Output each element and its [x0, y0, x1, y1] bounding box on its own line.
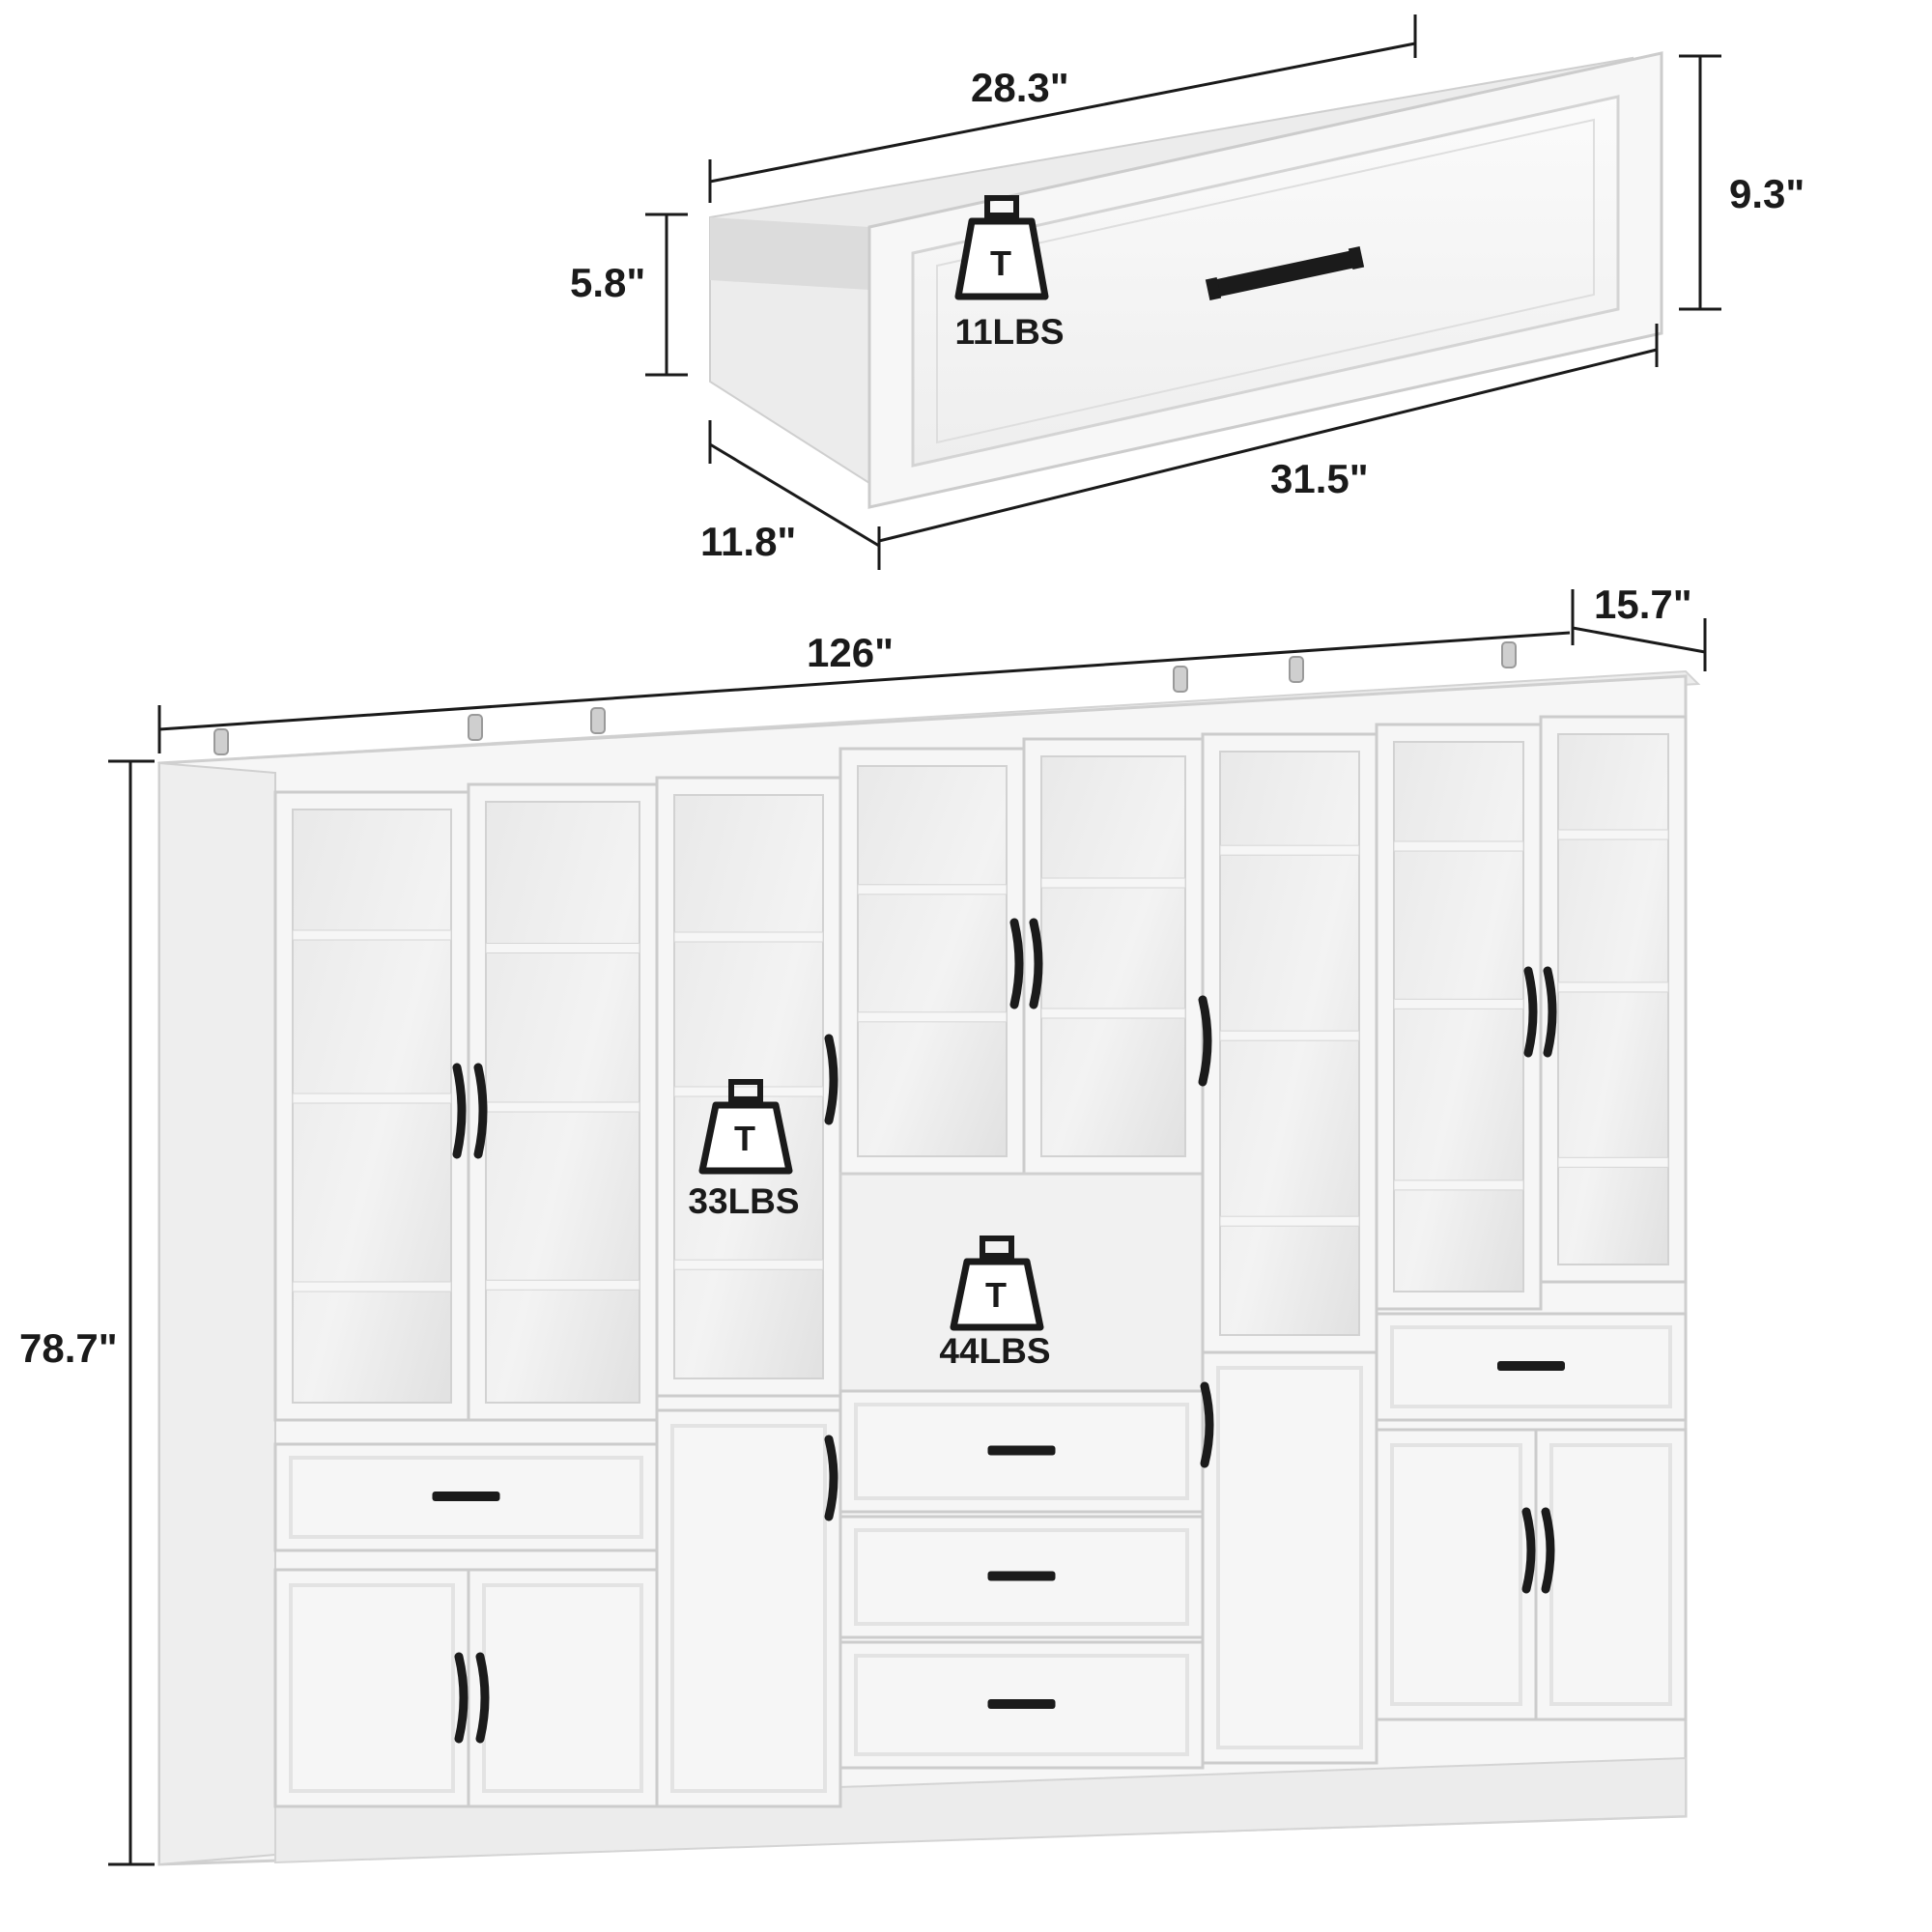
drawer-pull-handle [987, 1445, 1056, 1456]
glass-pane [1393, 741, 1524, 1293]
cabinet-dimension-lines [108, 589, 1707, 1866]
drawer-height-side-label: 5.8" [570, 260, 646, 305]
shelf [1219, 1030, 1360, 1041]
drawer-illustration [645, 14, 1721, 570]
panel-door [1534, 1428, 1688, 1721]
cabinet-depth-label: 15.7" [1594, 582, 1692, 627]
weight-icon-letter: T [985, 1275, 1007, 1315]
drawer-pull-handle [987, 1699, 1056, 1709]
drawer-depth-side-label: 11.8" [700, 519, 797, 564]
door-handle [473, 1063, 488, 1159]
door-panel-inset [289, 1583, 455, 1793]
panel-door [655, 1408, 842, 1808]
weight-icon-letter: T [734, 1119, 755, 1158]
glass-pane [1040, 755, 1186, 1157]
drawer-panel-inset [289, 1456, 643, 1539]
shelf [1219, 844, 1360, 856]
door-handle [1521, 1507, 1536, 1594]
shelf [485, 943, 640, 953]
panel-door [1201, 1350, 1378, 1765]
drawer-pull-handle [432, 1492, 500, 1501]
shelf [1393, 998, 1524, 1009]
glass-pane [1219, 751, 1360, 1336]
drawer-pull-handle [1497, 1361, 1565, 1371]
shelf [1393, 1179, 1524, 1191]
door-handle [454, 1652, 469, 1744]
door-handle [1200, 1381, 1214, 1468]
shelf [1557, 981, 1669, 993]
shelf [1557, 1156, 1669, 1168]
shelf [857, 1011, 1008, 1023]
panel-door [273, 1568, 470, 1808]
drawer-width-front-label: 31.5" [1270, 456, 1369, 501]
drawer-height-front-label: 9.3" [1729, 171, 1805, 216]
shelf [1557, 829, 1669, 840]
shelf [1219, 1215, 1360, 1227]
shelf [857, 884, 1008, 895]
shelf [673, 1086, 824, 1097]
door-handle [1198, 995, 1212, 1087]
shelf [673, 931, 824, 943]
door-handle [1523, 966, 1538, 1058]
door-handle [1543, 966, 1557, 1058]
door-handle [1029, 918, 1043, 1009]
door-handle [824, 1034, 838, 1125]
shelf [485, 1279, 640, 1291]
panel-door [1375, 1428, 1538, 1721]
shelf [1393, 840, 1524, 852]
door-handle [824, 1435, 838, 1521]
shelf [1040, 877, 1186, 889]
cabinet-width-label: 126" [807, 630, 894, 675]
shelf [1040, 1008, 1186, 1019]
glass-pane [857, 765, 1008, 1157]
wall-hooks [213, 641, 1517, 755]
panel-door [467, 1568, 659, 1808]
drawer-load-label: 11LBS [954, 312, 1065, 352]
door-handle [1541, 1507, 1555, 1594]
shelf [485, 1101, 640, 1113]
weight-icon-shelf [698, 1079, 793, 1175]
shelf [673, 1259, 824, 1270]
shelf [292, 1281, 452, 1293]
door-panel-inset [1390, 1443, 1522, 1706]
drawer-panel-inset [854, 1654, 1189, 1756]
drawer-depth-top-label: 28.3" [971, 65, 1069, 110]
door-handle [475, 1652, 490, 1744]
drawer-handle [1205, 245, 1365, 301]
shelf [292, 1093, 452, 1104]
cabinet-shelf-load-label: 33LBS [688, 1181, 800, 1221]
door-handle [452, 1063, 467, 1159]
cabinet-height-label: 78.7" [19, 1325, 118, 1371]
weight-icon-drawer [954, 195, 1049, 300]
drawer-panel-inset [854, 1528, 1189, 1626]
drawer-dimension-lines [645, 14, 1721, 570]
weight-icon-open-shelf [950, 1236, 1044, 1331]
glass-pane [292, 809, 452, 1404]
door-panel-inset [1216, 1366, 1363, 1749]
drawer-panel-inset [1390, 1325, 1672, 1408]
cabinet-open-shelf-load-label: 44LBS [939, 1331, 1051, 1371]
door-handle [1009, 918, 1024, 1009]
shelf [292, 929, 452, 941]
drawer-panel-inset [854, 1403, 1189, 1500]
weight-icon-letter: T [990, 243, 1011, 283]
drawer-pull-handle [987, 1571, 1056, 1581]
glass-pane [1557, 733, 1669, 1265]
door-panel-inset [670, 1424, 827, 1793]
